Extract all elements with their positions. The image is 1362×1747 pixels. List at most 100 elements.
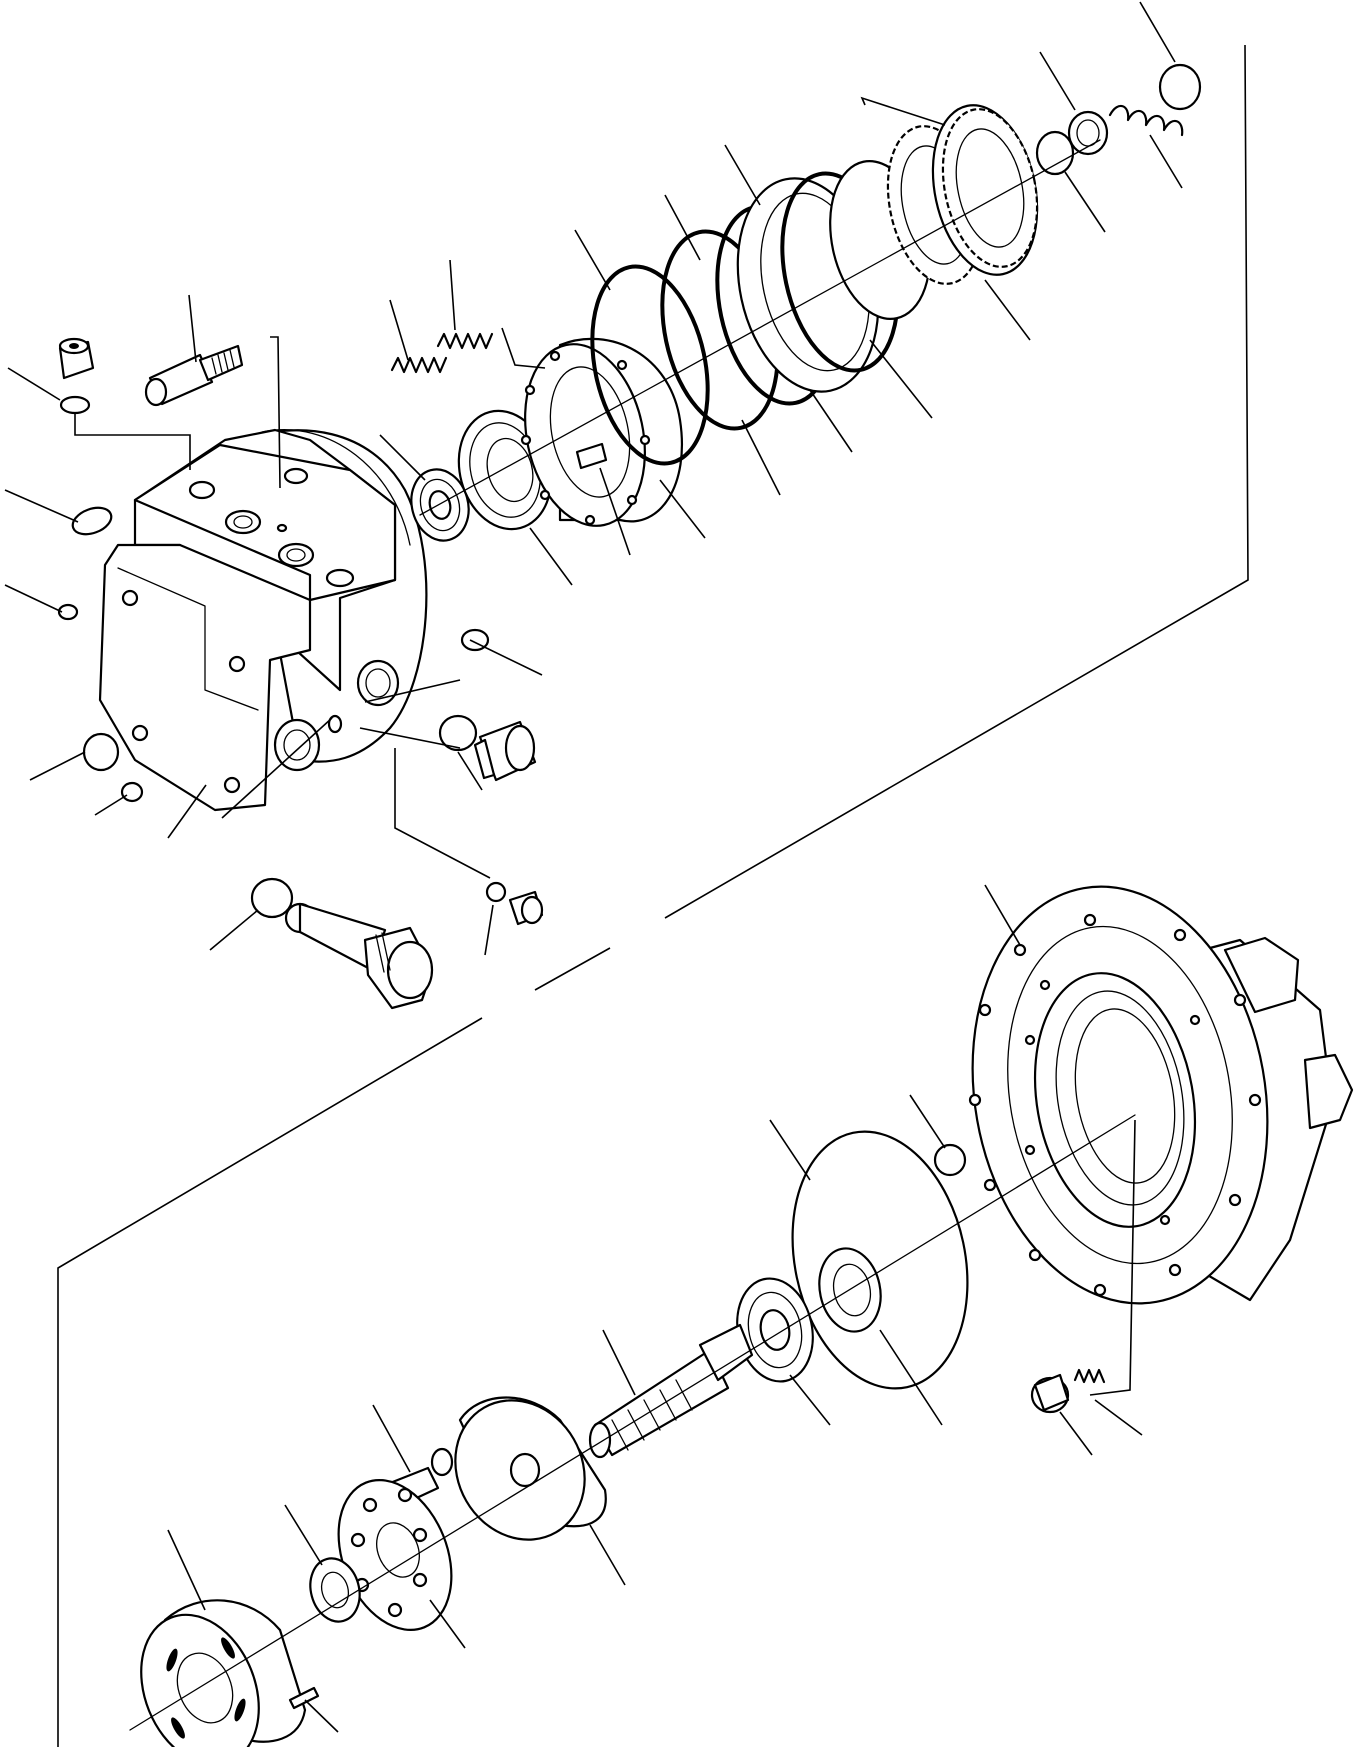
side-port-a-inner [366, 669, 390, 697]
assembly-connector-lines [75, 328, 545, 878]
retainer-plate-holes [352, 1489, 426, 1616]
connector-side-port [365, 680, 460, 702]
housing-bore-inner [1040, 981, 1200, 1215]
bolt-head-3 [133, 726, 147, 740]
socket-recess [69, 343, 79, 349]
leader-43 [305, 1700, 338, 1732]
steel-ball [935, 1145, 965, 1175]
bolt-head-4 [225, 778, 239, 792]
o-ring-side-right [462, 630, 488, 650]
leader-2 [189, 295, 196, 362]
housing-spring [1075, 1370, 1104, 1382]
side-port-b [275, 720, 319, 770]
cylinder-block-slots [166, 1637, 246, 1739]
side-pilot-port [329, 716, 341, 732]
brake-piston-housing [509, 333, 682, 537]
cap-screw-head-face [146, 379, 166, 405]
cylinder-block-bore [167, 1645, 242, 1731]
top-port-1 [190, 482, 214, 498]
check-spring-1 [392, 358, 446, 372]
piston-shoe [432, 1449, 452, 1475]
o-ring-plug [440, 716, 476, 750]
frame-gap-segment [535, 948, 610, 990]
small-port-plug [510, 892, 542, 924]
leader-32 [770, 1120, 810, 1180]
leader-37 [1060, 1412, 1092, 1455]
leader-12 [458, 752, 482, 790]
housing-bore-outer [1016, 960, 1214, 1239]
check-spring-2 [438, 334, 492, 348]
leader-28 [1140, 2, 1175, 62]
leader-21 [985, 280, 1030, 340]
end-hardware [1037, 65, 1200, 174]
top-port-3-inner [234, 516, 252, 528]
lower-group-frame [58, 1018, 482, 1747]
housing-boss-top [1225, 938, 1298, 1012]
leader-19 [810, 390, 852, 452]
leader-9 [168, 785, 206, 838]
front-face-step [118, 568, 258, 710]
flange-edge [262, 430, 410, 545]
leader-27 [1040, 52, 1075, 110]
leader-13 [470, 640, 542, 675]
small-plug-face [522, 897, 542, 923]
leader-26 [725, 145, 760, 205]
lower-bearing-race [742, 1287, 809, 1372]
needle-bearing-inner [829, 1261, 875, 1319]
plug-face [506, 726, 534, 770]
leader-11 [485, 905, 493, 955]
leader-31 [910, 1095, 945, 1148]
spherical-bush-outer [304, 1553, 367, 1627]
leader-3 [390, 300, 408, 360]
relief-valve-cap [388, 942, 432, 998]
upper-motor-assembly [5, 2, 1200, 1008]
callout-leaders-upper [5, 2, 1182, 955]
top-pilot-hole [278, 525, 286, 531]
leader-22 [1065, 172, 1105, 232]
piston-housing-bore [539, 360, 641, 505]
leader-14 [380, 435, 425, 480]
leader-41 [430, 1600, 465, 1648]
leader-5 [5, 490, 78, 522]
cylinder-block [120, 1597, 318, 1747]
side-port-a [358, 661, 398, 705]
leader-8 [95, 795, 127, 815]
washer [1069, 112, 1107, 154]
ball-bearing-lower [728, 1271, 822, 1388]
friction-disc-toothed-2 [929, 100, 1050, 275]
snap-ring [1037, 132, 1073, 174]
leader-25 [665, 195, 700, 260]
lower-reduction-assembly [120, 863, 1352, 1747]
leader-1 [8, 368, 60, 400]
shaft-spline-teeth [612, 1380, 692, 1450]
leader-10 [210, 910, 258, 950]
o-ring-lower-left-small [122, 783, 142, 801]
top-port-4 [279, 544, 313, 566]
socket-screw [60, 339, 93, 413]
callout-leaders-lower [168, 885, 1142, 1732]
housing-plug-body [1035, 1375, 1068, 1410]
o-ring-small-plug [487, 883, 505, 901]
bearing-race [415, 475, 465, 535]
check-spring-pair [392, 334, 492, 372]
leader-17 [660, 480, 705, 538]
large-o-ring [770, 1115, 990, 1405]
housing-bore-deep [1062, 1001, 1187, 1191]
coil-spring [1110, 106, 1182, 135]
piston-pin [577, 444, 606, 468]
housing-boss-right [1305, 1055, 1352, 1128]
o-ring-relief-valve [252, 879, 292, 917]
reduction-housing [941, 863, 1352, 1327]
flange-bolt-holes [522, 352, 649, 524]
relief-valve [286, 904, 432, 1008]
spring-ring-1 [575, 256, 724, 474]
relief-valve-thread [376, 933, 390, 972]
leader-7 [30, 752, 85, 780]
spherical-bush [304, 1553, 367, 1627]
shaft-journal [700, 1325, 752, 1380]
bolt-head-1 [123, 591, 137, 605]
connector-housing-plug [1090, 1120, 1135, 1395]
o-ring-upper-left [69, 503, 115, 539]
